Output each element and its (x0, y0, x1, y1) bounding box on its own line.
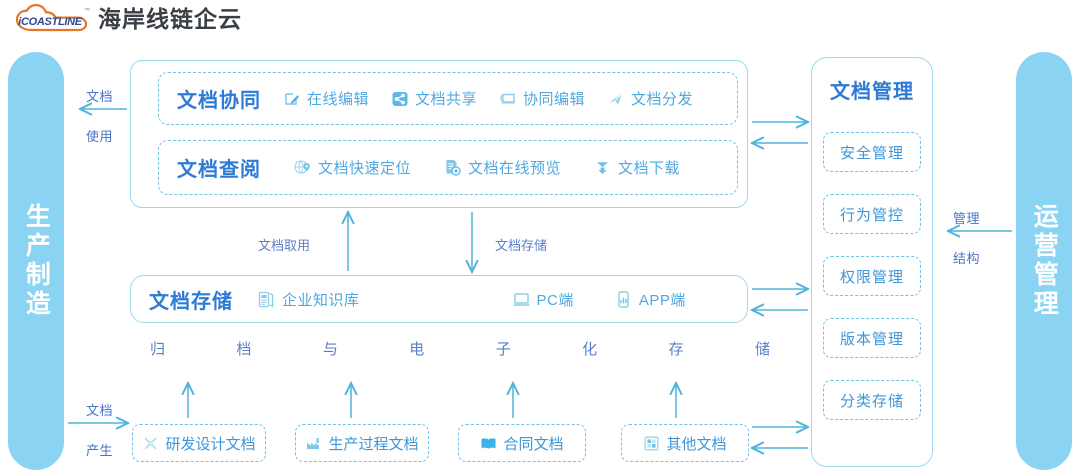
feature-knowledge-base[interactable]: 企业知识库 (257, 289, 360, 310)
feature-label: APP端 (638, 291, 686, 309)
feature-label: 文档在线预览 (468, 160, 562, 177)
feature-online-preview[interactable]: 文档在线预览 (443, 157, 561, 178)
label-doc-create-line1: 文档 (86, 403, 114, 418)
source-label: 合同文档 (503, 435, 564, 453)
factory-icon (305, 435, 322, 452)
collaboration-title: 文档协同 (177, 90, 261, 112)
mgmt-item-permission[interactable]: 权限管理 (823, 256, 921, 296)
mgmt-item-behavior[interactable]: 行为管控 (823, 194, 921, 234)
archive-char: 归 (150, 341, 166, 358)
document-storage-bar[interactable]: 文档存储 企业知识库 (130, 275, 748, 323)
label-doc-store: 文档存储 (495, 238, 548, 253)
review-title: 文档查阅 (177, 159, 261, 181)
label-doc-use-line1: 文档 (86, 89, 114, 104)
archive-char: 与 (322, 341, 338, 358)
management-title: 文档管理 (830, 81, 914, 103)
feature-pc-client[interactable]: PC端 (512, 289, 574, 310)
feature-label: PC端 (536, 291, 574, 309)
source-label: 研发设计文档 (165, 435, 256, 453)
source-box-production[interactable]: 生产过程文档 (295, 424, 429, 462)
book-library-icon (257, 290, 276, 309)
trademark-symbol: ™ (84, 8, 90, 14)
monitor-icon (512, 290, 531, 309)
mgmt-item-category[interactable]: 分类存储 (823, 380, 921, 420)
source-box-contract[interactable]: 合同文档 (458, 424, 586, 462)
archive-char: 档 (236, 341, 252, 358)
laptop-icon (499, 90, 517, 108)
feature-label: 在线编辑 (307, 91, 370, 108)
feature-collab-edit[interactable]: 协同编辑 (499, 88, 585, 109)
right-banner-operations: 运营管理 (1016, 52, 1072, 470)
source-label: 其他文档 (666, 435, 727, 453)
feature-app-client[interactable]: APP端 (614, 289, 686, 310)
feature-label: 文档共享 (415, 91, 478, 108)
collaboration-row[interactable]: 文档协同 在线编辑 (158, 72, 738, 125)
archive-char: 电 (409, 341, 425, 358)
app-header: iCOASTLINE ™ 海岸线链企云 (14, 4, 242, 34)
feature-label: 文档分发 (631, 91, 694, 108)
feature-doc-share[interactable]: 文档共享 (391, 88, 477, 109)
book-open-icon (480, 435, 497, 452)
compass-drafting-icon (142, 435, 159, 452)
label-doc-use-line2: 使用 (86, 129, 114, 144)
source-box-rd-design[interactable]: 研发设计文档 (132, 424, 266, 462)
archive-char: 存 (668, 341, 684, 358)
left-banner-production: 生产制造 (8, 52, 64, 470)
label-doc-create-line2: 产生 (86, 443, 114, 458)
edit-pencil-icon (283, 90, 301, 108)
source-box-other[interactable]: 其他文档 (621, 424, 749, 462)
feature-label: 企业知识库 (282, 291, 360, 309)
feature-doc-distribute[interactable]: 文档分发 (607, 88, 693, 109)
storage-title: 文档存储 (149, 290, 233, 313)
right-banner-label: 运营管理 (1030, 203, 1059, 319)
globe-pin-icon (293, 158, 312, 177)
archive-char: 化 (582, 341, 598, 358)
left-banner-label: 生产制造 (22, 203, 51, 319)
share-nodes-icon (391, 90, 409, 108)
label-doc-retrieve: 文档取用 (258, 238, 311, 253)
feature-label: 文档快速定位 (318, 160, 412, 177)
archive-caption: 归 档 与 电 子 化 存 储 (150, 338, 770, 359)
svg-text:iCOASTLINE: iCOASTLINE (18, 16, 83, 28)
grid-file-icon (643, 435, 660, 452)
label-mgmt-struct-line2: 结构 (953, 251, 981, 266)
document-preview-icon (443, 158, 462, 177)
mgmt-item-security[interactable]: 安全管理 (823, 132, 921, 172)
download-icon (593, 158, 612, 177)
mobile-icon (614, 290, 633, 309)
management-panel-inner: 文档管理 安全管理 行为管控 权限管理 版本管理 分类存储 (811, 57, 933, 467)
review-row[interactable]: 文档查阅 文档快速定位 (158, 140, 738, 195)
feature-doc-download[interactable]: 文档下载 (593, 157, 680, 178)
feature-label: 协同编辑 (523, 91, 586, 108)
cloud-icon: iCOASTLINE ™ (14, 4, 90, 34)
label-mgmt-struct-line1: 管理 (953, 211, 981, 226)
feature-quick-locate[interactable]: 文档快速定位 (293, 157, 411, 178)
mgmt-item-version[interactable]: 版本管理 (823, 318, 921, 358)
brand-title: 海岸线链企云 (98, 6, 242, 32)
archive-char: 储 (754, 341, 770, 358)
feature-label: 文档下载 (618, 160, 681, 177)
archive-char: 子 (495, 341, 511, 358)
feature-online-edit[interactable]: 在线编辑 (283, 88, 369, 109)
send-icon (607, 90, 625, 108)
source-label: 生产过程文档 (328, 435, 419, 453)
